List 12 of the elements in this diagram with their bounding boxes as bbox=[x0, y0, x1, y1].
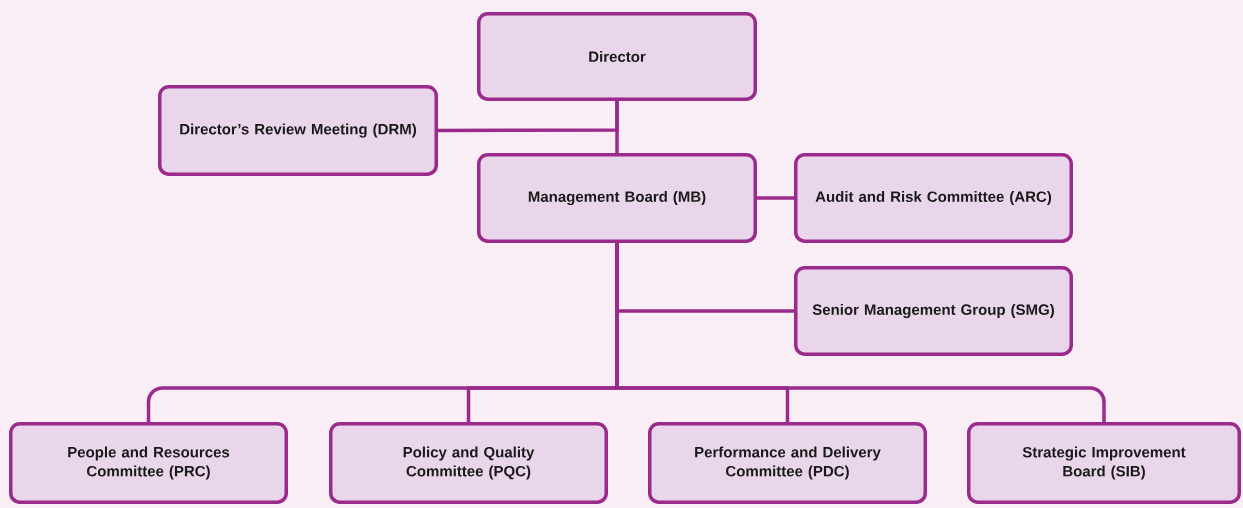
connector-line bbox=[615, 243, 1106, 422]
org-box: Policy and Quality Committee (PQC) bbox=[329, 422, 608, 504]
connector-line bbox=[438, 101, 619, 133]
org-box: Performance and Delivery Committee (PDC) bbox=[648, 422, 927, 504]
org-box: Senior Management Group (SMG) bbox=[794, 266, 1073, 356]
org-box: People and Resources Committee (PRC) bbox=[9, 422, 288, 504]
org-box: Audit and Risk Committee (ARC) bbox=[794, 153, 1073, 243]
org-box: Director bbox=[477, 12, 757, 101]
connector-line bbox=[757, 196, 794, 200]
org-box: Management Board (MB) bbox=[477, 153, 757, 243]
org-box: Strategic Improvement Board (SIB) bbox=[967, 422, 1241, 504]
org-box: Director’s Review Meeting (DRM) bbox=[158, 85, 438, 176]
